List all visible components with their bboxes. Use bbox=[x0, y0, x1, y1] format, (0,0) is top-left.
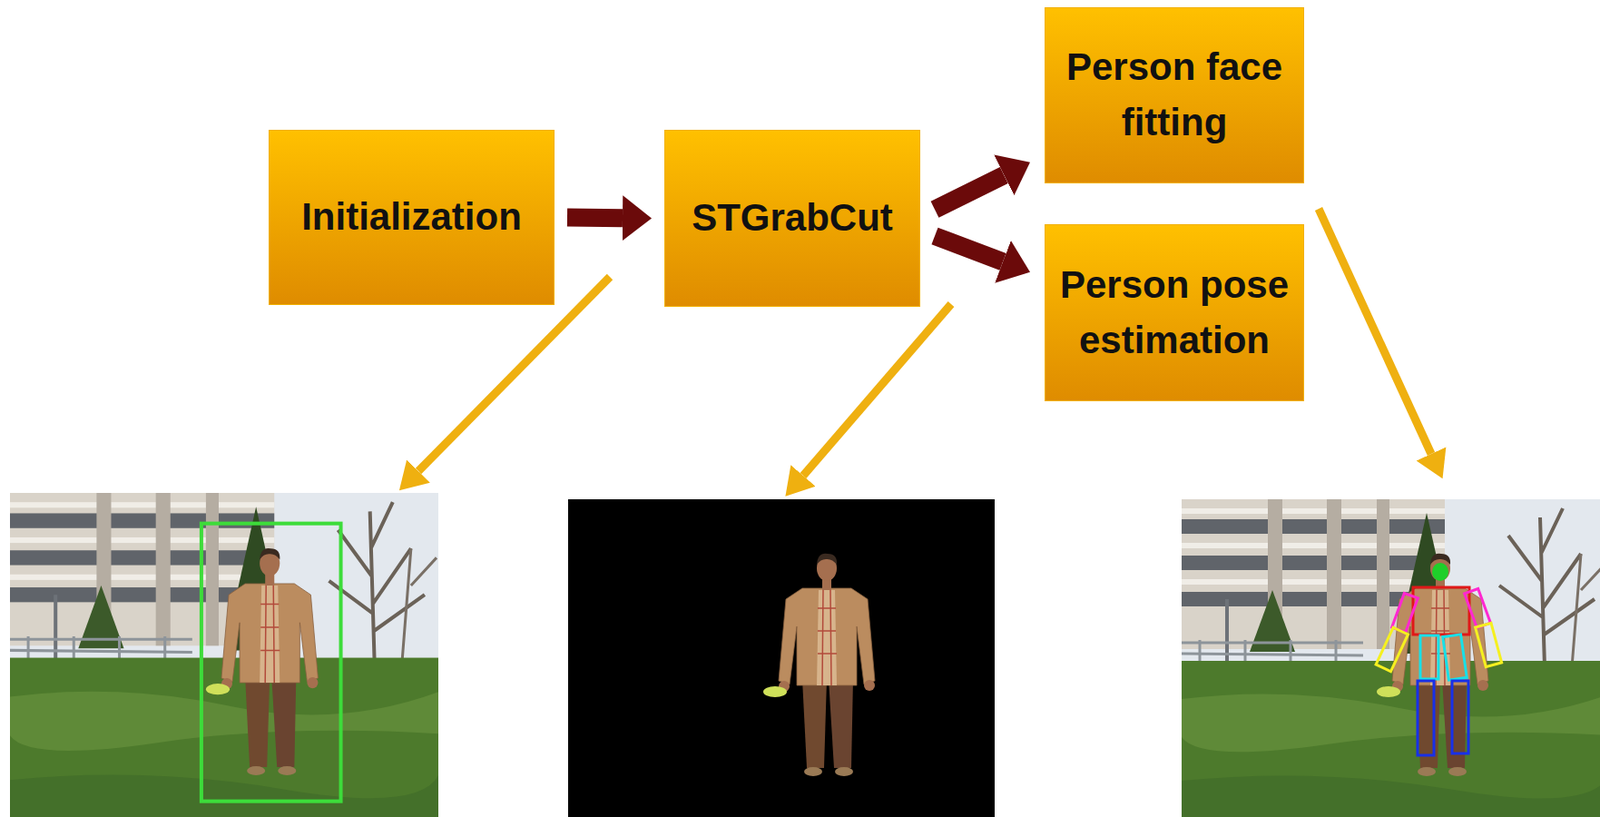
leader-arrow bbox=[418, 276, 610, 472]
box-label: STGrabCut bbox=[691, 190, 894, 246]
process-box: Person pose estimation bbox=[1044, 224, 1305, 402]
process-box: Person face fitting bbox=[1044, 7, 1305, 184]
input-photo bbox=[9, 492, 439, 817]
leader-arrow bbox=[803, 304, 952, 476]
segmentation-photo bbox=[568, 499, 995, 817]
process-box: Initialization bbox=[268, 129, 555, 305]
flow-arrow bbox=[567, 208, 623, 228]
box-label: Person pose estimation bbox=[1053, 257, 1296, 369]
process-box: STGrabCut bbox=[664, 129, 921, 307]
box-label: Initialization bbox=[301, 189, 522, 246]
flow-arrow bbox=[934, 235, 1003, 262]
flow-arrow bbox=[934, 175, 1004, 210]
leader-arrow bbox=[1318, 208, 1432, 454]
box-label: Person face fitting bbox=[1053, 39, 1296, 151]
pose-photo bbox=[1181, 499, 1600, 817]
